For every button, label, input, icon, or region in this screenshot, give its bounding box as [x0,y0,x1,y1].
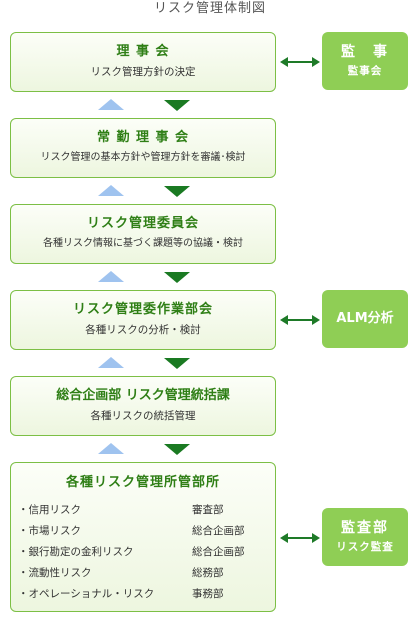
audit-department-box: 監査部 リスク監査 [322,508,408,566]
bidirectional-arrow-icon [280,57,320,67]
auditor-box: 監 事 監事会 [322,32,408,90]
risk-dept: 審査部 [192,504,224,516]
risk-item: ・オペレーショナル・リスク [18,588,155,600]
executive-board-box: 常 勤 理 事 会 リスク管理の基本方針や管理方針を審議･検討 [10,118,276,178]
risk-row: ・オペレーショナル・リスク 事務部 [18,586,268,602]
risk-working-group-box: リスク管理委作業部会 各種リスクの分析・検討 [10,290,276,350]
side-subtitle: 監事会 [347,65,383,77]
risk-dept: 総務部 [192,567,224,579]
side-title: ALM分析 [336,311,394,326]
risk-item: ・銀行勘定の金利リスク [18,546,134,558]
side-subtitle: リスク監査 [336,541,394,553]
box-subtitle: リスク管理の基本方針や管理方針を審議･検討 [40,152,246,163]
box-title: 各種リスク管理所管部所 [65,475,220,490]
side-title: 監 事 [341,44,389,60]
box-title: 常 勤 理 事 会 [96,130,190,145]
up-arrow-icon [98,271,124,282]
down-arrow-icon [164,444,190,455]
box-subtitle: リスク管理方針の決定 [90,66,196,78]
risk-row: ・銀行勘定の金利リスク 総合企画部 [18,544,268,560]
board-of-directors-box: 理 事 会 リスク管理方針の決定 [10,32,276,92]
diagram-title: リスク管理体制図 [153,1,266,16]
risk-row: ・信用リスク 審査部 [18,502,268,518]
bidirectional-arrow-icon [280,533,320,543]
down-arrow-icon [164,358,190,369]
risk-item: ・信用リスク [18,504,81,516]
risk-dept: 総合企画部 [192,525,245,537]
risk-item: ・流動性リスク [18,567,92,579]
up-arrow-icon [98,185,124,196]
box-title: 総合企画部 リスク管理統括課 [56,388,230,403]
box-subtitle: 各種リスク情報に基づく課題等の協議・検討 [43,238,243,249]
risk-item: ・市場リスク [18,525,81,537]
box-title: 理 事 会 [116,44,170,59]
risk-committee-box: リスク管理委員会 各種リスク情報に基づく課題等の協議・検討 [10,204,276,264]
box-title: リスク管理委作業部会 [72,302,213,317]
box-subtitle: 各種リスクの統括管理 [90,410,196,422]
up-arrow-icon [98,443,124,454]
risk-owner-departments-box: 各種リスク管理所管部所 [10,462,276,612]
box-title: リスク管理委員会 [86,216,199,231]
risk-row: ・市場リスク 総合企画部 [18,523,268,539]
side-title: 監査部 [341,520,389,536]
up-arrow-icon [98,357,124,368]
risk-dept: 総合企画部 [192,546,245,558]
bidirectional-arrow-icon [280,315,320,325]
risk-management-division-box: 総合企画部 リスク管理統括課 各種リスクの統括管理 [10,376,276,436]
risk-row: ・流動性リスク 総務部 [18,565,268,581]
box-subtitle: 各種リスクの分析・検討 [85,324,201,336]
risk-dept: 事務部 [192,588,224,600]
up-arrow-icon [98,99,124,110]
down-arrow-icon [164,272,190,283]
down-arrow-icon [164,186,190,197]
alm-analysis-box: ALM分析 [322,290,408,348]
down-arrow-icon [164,100,190,111]
